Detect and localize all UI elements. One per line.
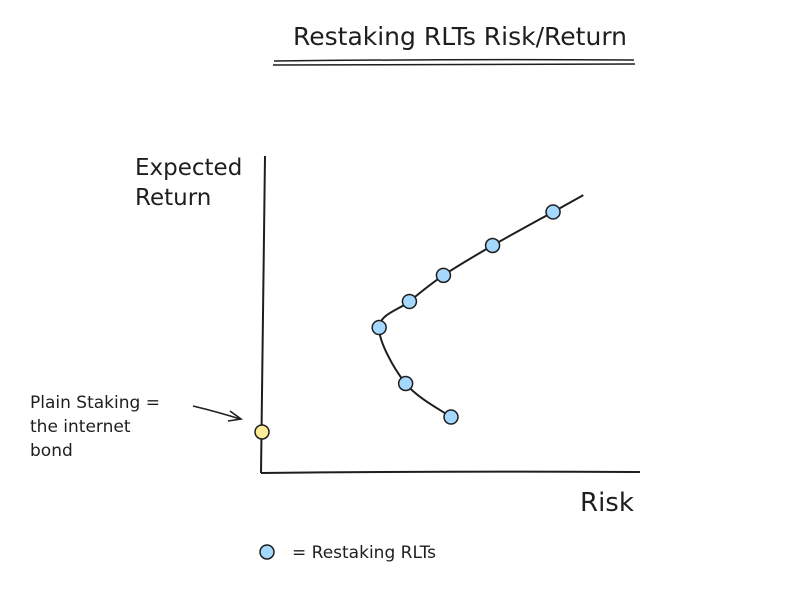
series-layer [254,194,584,440]
restaking-rlt-point-1 [397,375,414,392]
restaking-rlt-point-6 [545,204,561,220]
restaking-rlt-point-0 [443,409,459,425]
annotation-arrowhead [227,410,244,422]
legend-marker [259,544,275,560]
x-axis [260,470,641,474]
chart-title: Restaking RLTs Risk/Return [293,22,627,51]
legend-label: = Restaking RLTs [292,543,436,563]
title-underline [273,58,635,62]
title-underline-2 [272,63,636,66]
x-axis-label: Risk [580,488,634,518]
restaking-rlt-point-2 [371,319,387,336]
y-axis-label-line-2: Return [135,185,211,211]
annotation-line-1: Plain Staking = [30,393,160,413]
y-axis-label-line-1: Expected [135,155,242,181]
restaking-rlt-point-5 [484,237,501,254]
plain-staking-point-0 [254,424,270,440]
restaking-rlt-point-3 [401,293,418,310]
annotation-line-2: the internet [30,417,131,437]
annotation-arrow [192,405,241,420]
restaking-rlt-point-4 [435,267,452,284]
annotation-line-3: bond [30,441,73,461]
